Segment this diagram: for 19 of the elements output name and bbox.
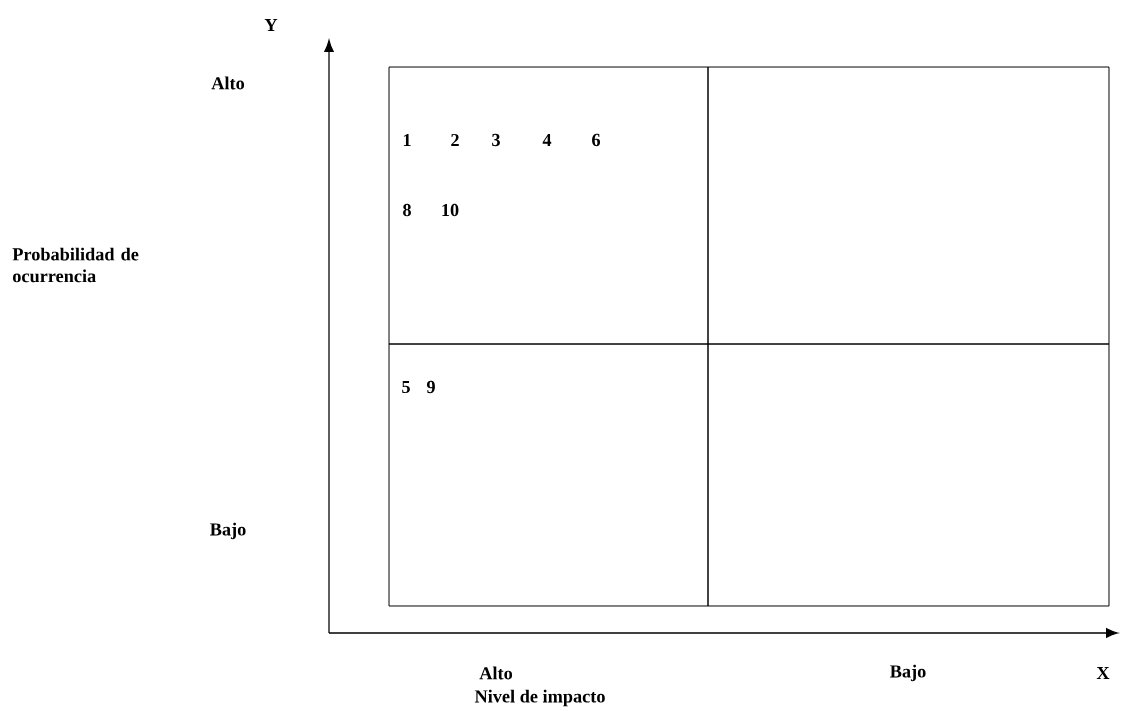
axis-label: X — [1096, 667, 1110, 679]
risk-number: 4 — [542, 133, 552, 146]
risk-number: 9 — [426, 380, 435, 394]
axis-level-label: Alto — [211, 76, 245, 90]
risk-number: 10 — [442, 203, 459, 217]
axis-label: Y — [264, 19, 278, 31]
quadrant-cell — [707, 343, 1110, 607]
quadrant-cell — [707, 66, 1110, 345]
axis-title: Probabilidad de ocurrencia — [12, 247, 139, 283]
risk-number: 2 — [451, 133, 459, 147]
axis-level-label: Bajo — [890, 664, 926, 682]
axis-title: Nivel de impacto — [474, 689, 605, 707]
risk-number: 1 — [403, 133, 411, 147]
risk-number: 8 — [403, 203, 411, 217]
risk-number: 5 — [402, 380, 410, 394]
risk-number: 6 — [592, 133, 601, 147]
axis-level-label: Alto — [479, 666, 513, 680]
risk-number: 3 — [492, 133, 500, 147]
axis-level-label: Bajo — [210, 522, 246, 540]
